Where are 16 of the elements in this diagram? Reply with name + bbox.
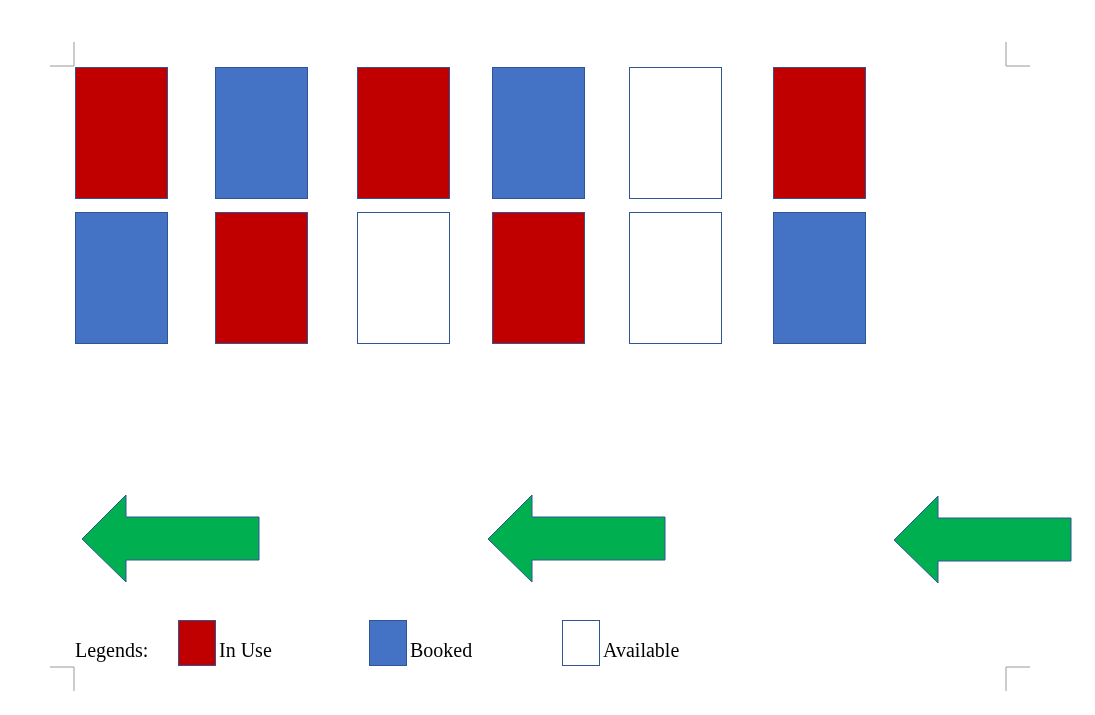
slot-box <box>492 67 585 199</box>
slot-box <box>773 67 866 199</box>
slot-box <box>629 212 722 344</box>
slot-box <box>492 212 585 344</box>
legend-title: Legends: <box>75 638 149 662</box>
legend-label: In Use <box>219 638 272 662</box>
slot-box <box>773 212 866 344</box>
slot-box <box>75 67 168 199</box>
slot-box <box>215 67 308 199</box>
slot-box <box>75 212 168 344</box>
slot-box <box>629 67 722 199</box>
legend-label: Booked <box>410 638 473 662</box>
legend-label: Available <box>603 638 680 662</box>
slot-box <box>357 212 450 344</box>
slot-box <box>215 212 308 344</box>
slot-box <box>357 67 450 199</box>
